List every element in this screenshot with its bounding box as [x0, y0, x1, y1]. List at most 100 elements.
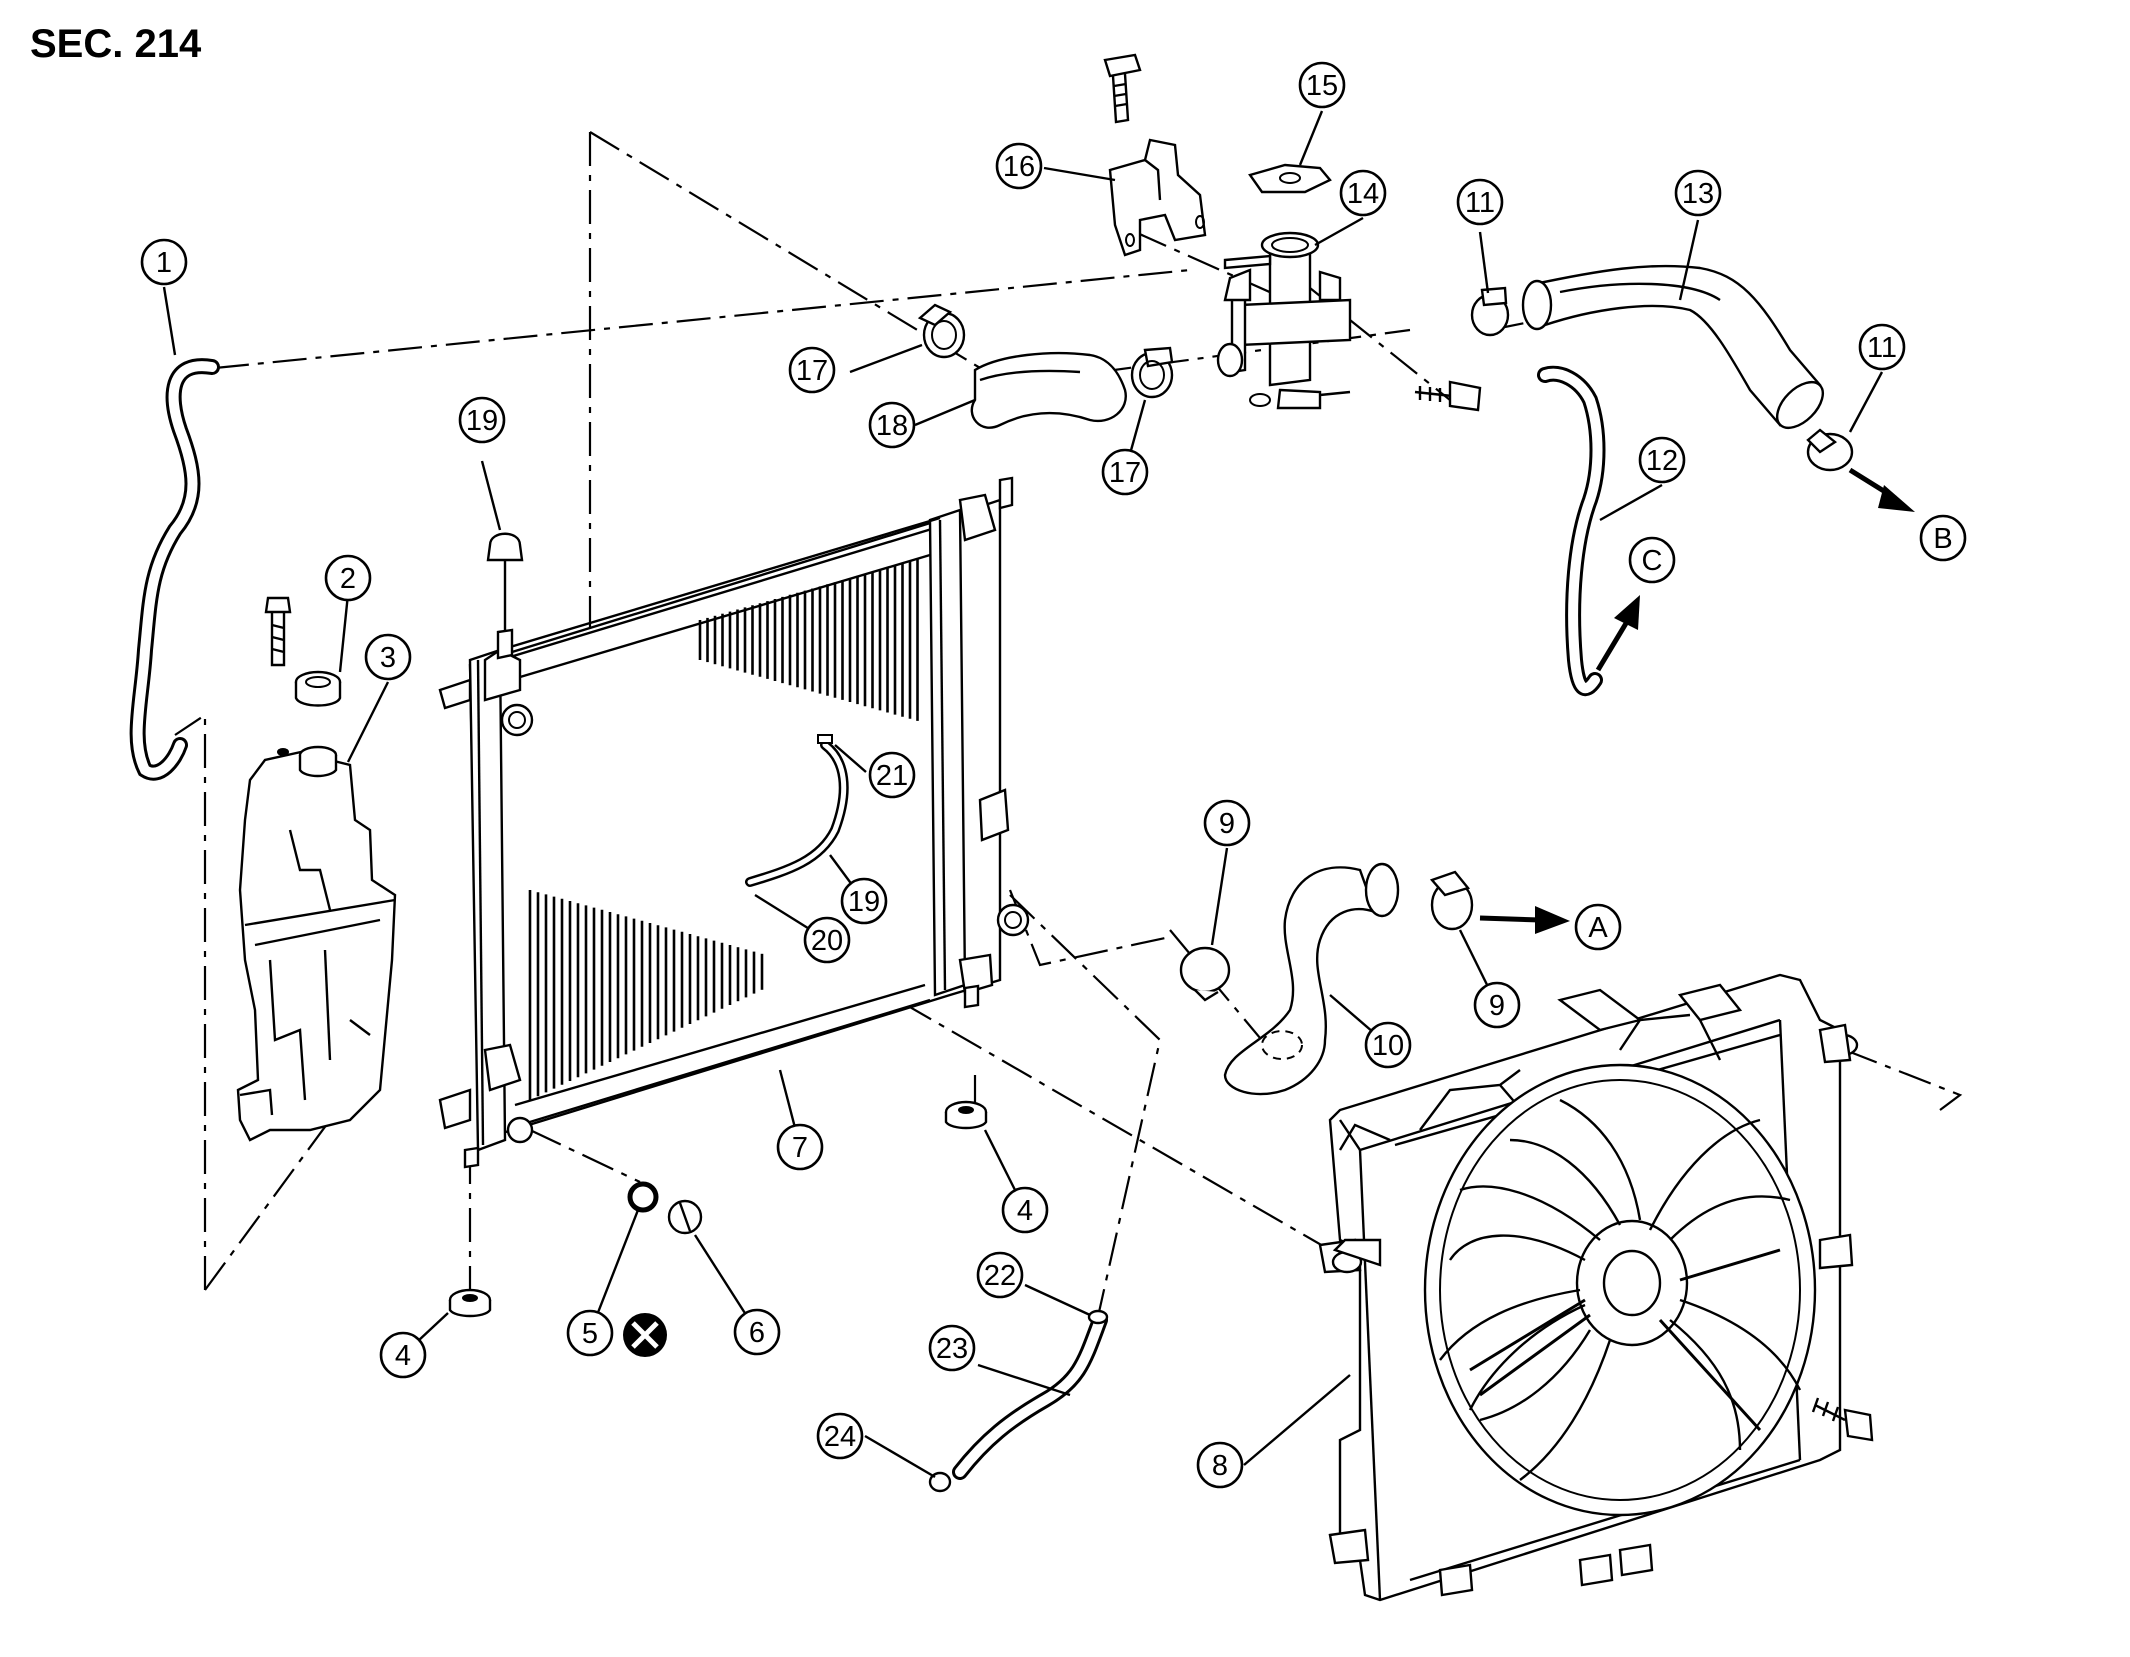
- callout-11-12: 11: [1456, 178, 1504, 226]
- callout-3-2: 3: [364, 633, 412, 681]
- callout-9-9: 9: [1203, 799, 1251, 847]
- callout-4-4-circle: [1001, 1186, 1049, 1234]
- callout-22-26-label: 22: [984, 1260, 1016, 1292]
- callout-4-3-label: 4: [395, 1340, 411, 1372]
- callout-19-22: 19: [458, 396, 506, 444]
- reference-B-circle: [1919, 514, 1967, 562]
- callout-4-4-label: 4: [1017, 1195, 1033, 1227]
- radiator-fins: [528, 559, 919, 1100]
- hose-clamp-11b: [1806, 428, 1854, 472]
- callout-15-17: 15: [1298, 61, 1346, 109]
- callout-4-3: 4: [379, 1331, 427, 1379]
- callout-16-18: 16: [995, 142, 1043, 190]
- callout-3-2-label: 3: [380, 642, 396, 674]
- reference-A: A: [1574, 903, 1622, 951]
- callout-24-28: 24: [816, 1412, 864, 1460]
- callout-8-8-label: 8: [1212, 1450, 1228, 1482]
- callout-11-13-circle: [1858, 323, 1906, 371]
- callout-6-6-label: 6: [749, 1317, 765, 1349]
- upper-hose-13: [1521, 264, 1825, 430]
- callout-9-10-circle: [1473, 981, 1521, 1029]
- hose-clamp-11a: [1470, 286, 1510, 337]
- hose-clamp-17b: [1130, 346, 1174, 399]
- callout-11-12-circle: [1456, 178, 1504, 226]
- callout-20-24: 20: [803, 916, 851, 964]
- bracket: [1103, 53, 1207, 257]
- callout-9-10: 9: [1473, 981, 1521, 1029]
- radiator: [438, 476, 1030, 1169]
- callout-8-8-circle: [1196, 1441, 1244, 1489]
- reservoir-tank: [236, 745, 397, 1142]
- callout-2-1-circle: [324, 554, 372, 602]
- callout-20-24-circle: [803, 916, 851, 964]
- callout-5-5-circle: [566, 1309, 614, 1357]
- callout-11-13-label: 11: [1867, 332, 1897, 364]
- callout-18-21-label: 18: [876, 410, 908, 442]
- hose-clamp-9b: [1429, 870, 1474, 931]
- callout-17-19-circle: [788, 346, 836, 394]
- callout-2-1: 2: [324, 554, 372, 602]
- callout-4-3-circle: [379, 1331, 427, 1379]
- callout-19-22-label: 19: [466, 405, 498, 437]
- callout-19-23: 19: [840, 877, 888, 925]
- x-circle-icon: [623, 1313, 667, 1357]
- callout-17-19: 17: [788, 346, 836, 394]
- callout-22-26: 22: [976, 1251, 1024, 1299]
- callout-5-5: 5: [566, 1309, 614, 1357]
- callout-9-10-label: 9: [1489, 990, 1505, 1022]
- lower-radiator-hose: [1223, 862, 1400, 1096]
- hose-23: [928, 1309, 1109, 1493]
- callout-5-5-label: 5: [582, 1318, 598, 1350]
- rubber-insulator-top: [486, 532, 524, 630]
- callout-13-15-circle: [1674, 169, 1722, 217]
- reservoir-bolt: [264, 596, 292, 667]
- callout-13-15-label: 13: [1682, 178, 1714, 210]
- callout-11-13: 11: [1858, 323, 1906, 371]
- callout-17-20-label: 17: [1109, 457, 1141, 489]
- callout-15-17-circle: [1298, 61, 1346, 109]
- callout-1-0-circle: [140, 238, 188, 286]
- reference-C: C: [1628, 536, 1676, 584]
- callout-16-18-label: 16: [1003, 151, 1035, 183]
- o-ring: [627, 1181, 659, 1213]
- reference-A-circle: [1574, 903, 1622, 951]
- mount-insulator-right: [944, 1100, 988, 1130]
- callout-9-9-label: 9: [1219, 808, 1235, 840]
- mount-insulator-left: [448, 1288, 492, 1318]
- callout-23-27: 23: [928, 1324, 976, 1372]
- callout-2-1-label: 2: [340, 563, 356, 595]
- callout-1-0-label: 1: [156, 247, 172, 279]
- hose-clamp-17a: [917, 303, 966, 359]
- callout-13-15: 13: [1674, 169, 1722, 217]
- callout-9-9-circle: [1203, 799, 1251, 847]
- fan-shroud: [1318, 973, 1859, 1602]
- callout-18-21-circle: [868, 401, 916, 449]
- callout-17-20: 17: [1101, 448, 1149, 496]
- grommet: [294, 670, 342, 707]
- callout-14-16-label: 14: [1347, 178, 1379, 210]
- callout-19-22-circle: [458, 396, 506, 444]
- callout-10-11-label: 10: [1372, 1030, 1404, 1062]
- upper-radiator-hose: [970, 351, 1127, 429]
- reference-C-label: C: [1642, 545, 1663, 577]
- callout-18-21: 18: [868, 401, 916, 449]
- reference-B-label: B: [1933, 523, 1952, 555]
- callout-12-14: 12: [1638, 436, 1686, 484]
- callout-19-23-label: 19: [848, 886, 880, 918]
- callout-6-6: 6: [733, 1308, 781, 1356]
- callout-15-17-label: 15: [1306, 70, 1338, 102]
- callout-8-8: 8: [1196, 1441, 1244, 1489]
- callout-23-27-circle: [928, 1324, 976, 1372]
- shroud-bolt: [1811, 1397, 1874, 1442]
- reservoir-hose: [129, 358, 220, 781]
- callout-22-26-circle: [976, 1251, 1024, 1299]
- reference-group: A B C: [1574, 514, 1967, 951]
- callout-4-4: 4: [1001, 1186, 1049, 1234]
- callout-14-16-circle: [1339, 169, 1387, 217]
- callout-12-14-circle: [1638, 436, 1686, 484]
- drain-hose: [745, 734, 849, 887]
- callout-20-24-label: 20: [811, 925, 843, 957]
